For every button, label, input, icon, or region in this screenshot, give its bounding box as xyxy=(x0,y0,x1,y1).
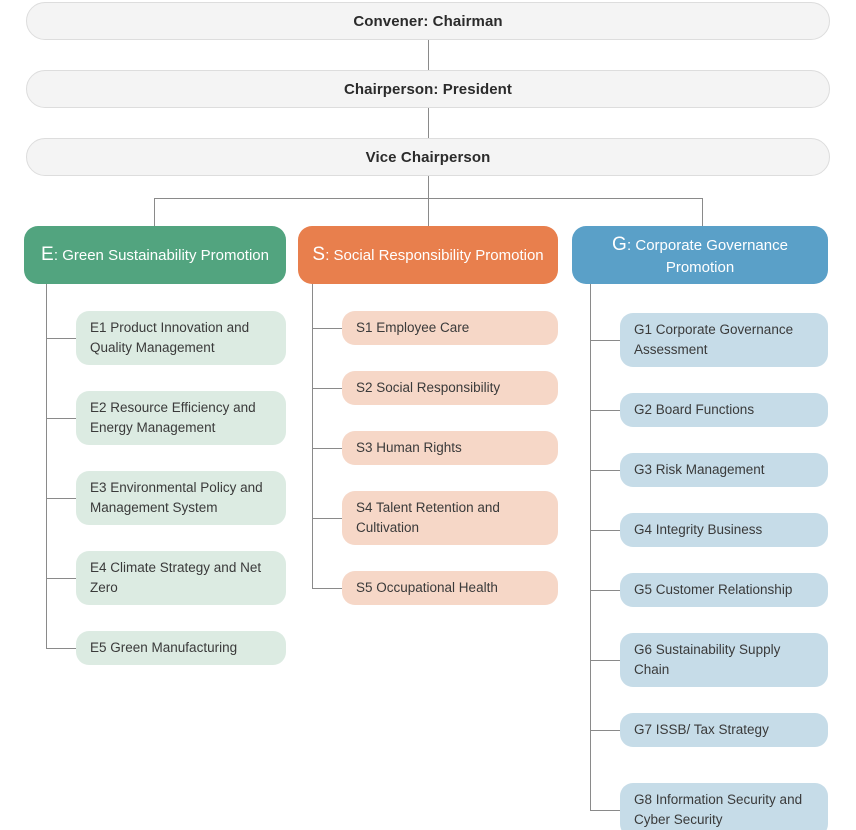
item-s4-label: S4 Talent Retention and Cultivation xyxy=(356,499,500,535)
item-e1[interactable]: E1 Product Innovation and Quality Manage… xyxy=(76,311,286,365)
item-s3-label: S3 Human Rights xyxy=(356,439,462,455)
stub-g1 xyxy=(590,340,620,341)
stub-s3 xyxy=(312,448,342,449)
item-g8-label: G8 Information Security and Cyber Securi… xyxy=(634,791,803,827)
item-g7-label: G7 ISSB/ Tax Strategy xyxy=(634,721,769,737)
stub-s4 xyxy=(312,518,342,519)
pillar-tag-s: S xyxy=(312,244,326,266)
pillar-header-e[interactable]: E: Green Sustainability Promotion xyxy=(24,226,286,284)
connector-bus-to-pillar-e xyxy=(154,198,155,226)
item-s2[interactable]: S2 Social Responsibility xyxy=(342,371,558,405)
pillar-tag-e: E xyxy=(41,244,54,266)
stub-g2 xyxy=(590,410,620,411)
pillar-header-g[interactable]: G: Corporate Governance Promotion xyxy=(572,226,828,284)
stub-g6 xyxy=(590,660,620,661)
node-vice-chairperson[interactable]: Vice Chairperson xyxy=(26,138,830,176)
item-g5[interactable]: G5 Customer Relationship xyxy=(620,573,828,607)
node-convener[interactable]: Convener: Chairman xyxy=(26,2,830,40)
item-s5[interactable]: S5 Occupational Health xyxy=(342,571,558,605)
item-g4-label: G4 Integrity Business xyxy=(634,521,763,537)
item-e2[interactable]: E2 Resource Efficiency and Energy Manage… xyxy=(76,391,286,445)
stub-g5 xyxy=(590,590,620,591)
item-g6-label: G6 Sustainability Supply Chain xyxy=(634,641,781,677)
stub-e5 xyxy=(46,648,76,649)
item-g3-label: G3 Risk Management xyxy=(634,461,765,477)
item-e1-label: E1 Product Innovation and Quality Manage… xyxy=(90,319,250,355)
pillar-header-e-text: E: Green Sustainability Promotion xyxy=(41,242,269,267)
item-s3[interactable]: S3 Human Rights xyxy=(342,431,558,465)
stub-s5 xyxy=(312,588,342,589)
item-e5-label: E5 Green Manufacturing xyxy=(90,639,238,655)
connector-chairperson-to-vice xyxy=(428,108,429,138)
item-e2-label: E2 Resource Efficiency and Energy Manage… xyxy=(90,399,256,435)
item-e3[interactable]: E3 Environmental Policy and Management S… xyxy=(76,471,286,525)
pillar-tag-g: G xyxy=(612,234,628,256)
pillar-suffix-g: : Corporate Governance Promotion xyxy=(627,237,788,276)
item-s5-label: S5 Occupational Health xyxy=(356,579,498,595)
item-g2-label: G2 Board Functions xyxy=(634,401,755,417)
pillar-header-g-text: G: Corporate Governance Promotion xyxy=(584,232,816,277)
stub-e1 xyxy=(46,338,76,339)
node-vice-chairperson-label: Vice Chairperson xyxy=(365,148,491,166)
item-s2-label: S2 Social Responsibility xyxy=(356,379,501,395)
item-g1[interactable]: G1 Corporate Governance Assessment xyxy=(620,313,828,367)
pillar-suffix-s: : Social Responsibility Promotion xyxy=(325,247,544,265)
item-s4[interactable]: S4 Talent Retention and Cultivation xyxy=(342,491,558,545)
node-chairperson-label: Chairperson: President xyxy=(343,80,513,98)
item-s1[interactable]: S1 Employee Care xyxy=(342,311,558,345)
pillar-header-s-text: S: Social Responsibility Promotion xyxy=(312,242,543,267)
item-g2[interactable]: G2 Board Functions xyxy=(620,393,828,427)
pillar-suffix-e: : Green Sustainability Promotion xyxy=(53,247,269,265)
item-g7[interactable]: G7 ISSB/ Tax Strategy xyxy=(620,713,828,747)
node-convener-label: Convener: Chairman xyxy=(353,12,503,30)
connector-convener-to-chairperson xyxy=(428,40,429,70)
item-e5[interactable]: E5 Green Manufacturing xyxy=(76,631,286,665)
stub-s1 xyxy=(312,328,342,329)
stub-e2 xyxy=(46,418,76,419)
connector-vice-drop xyxy=(428,176,429,198)
rail-s xyxy=(312,284,313,588)
stub-g8 xyxy=(590,810,620,811)
item-g8[interactable]: G8 Information Security and Cyber Securi… xyxy=(620,783,828,830)
item-e4-label: E4 Climate Strategy and Net Zero xyxy=(90,559,262,595)
item-e3-label: E3 Environmental Policy and Management S… xyxy=(90,479,263,515)
item-g6[interactable]: G6 Sustainability Supply Chain xyxy=(620,633,828,687)
stub-s2 xyxy=(312,388,342,389)
stub-e3 xyxy=(46,498,76,499)
stub-e4 xyxy=(46,578,76,579)
stub-g7 xyxy=(590,730,620,731)
item-s1-label: S1 Employee Care xyxy=(356,319,470,335)
pillar-header-s[interactable]: S: Social Responsibility Promotion xyxy=(298,226,558,284)
item-g4[interactable]: G4 Integrity Business xyxy=(620,513,828,547)
connector-bus-to-pillar-g xyxy=(702,198,703,226)
item-e4[interactable]: E4 Climate Strategy and Net Zero xyxy=(76,551,286,605)
item-g3[interactable]: G3 Risk Management xyxy=(620,453,828,487)
stub-g3 xyxy=(590,470,620,471)
connector-bus-to-pillar-s xyxy=(428,198,429,226)
rail-g xyxy=(590,284,591,811)
node-chairperson[interactable]: Chairperson: President xyxy=(26,70,830,108)
item-g5-label: G5 Customer Relationship xyxy=(634,581,793,597)
rail-e xyxy=(46,284,47,648)
stub-g4 xyxy=(590,530,620,531)
item-g1-label: G1 Corporate Governance Assessment xyxy=(634,321,794,357)
